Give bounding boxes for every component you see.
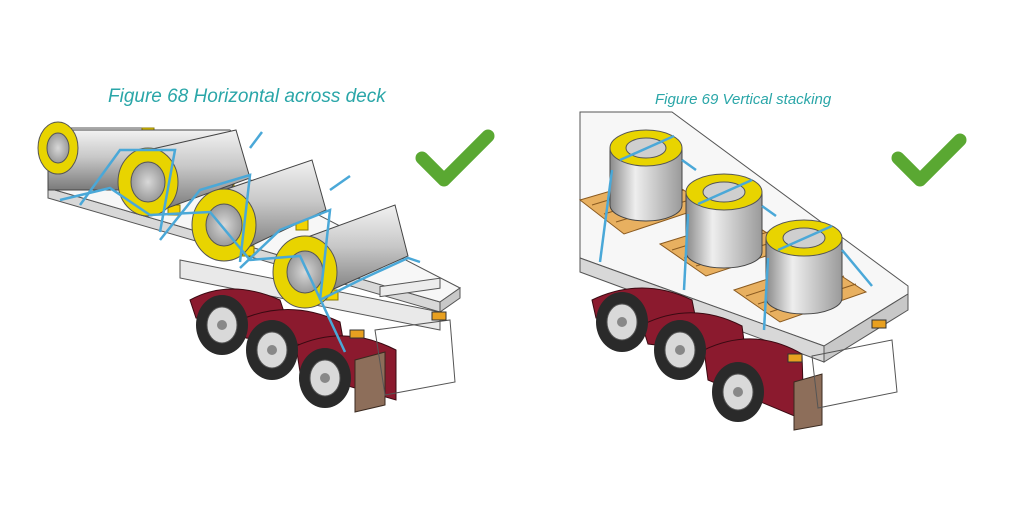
steel-coil [272, 204, 409, 309]
trailer-vertical-coils-illustration [578, 111, 967, 431]
deck-rear [439, 287, 461, 313]
lashing-straps [598, 134, 873, 331]
rear-bumper-bar [379, 277, 441, 298]
figure-68: Figure 68 Horizontal across deck [37, 86, 495, 413]
tail-light [349, 329, 365, 339]
wheel [246, 320, 298, 380]
mudflap [793, 373, 823, 431]
rear-bumper [374, 319, 456, 396]
tail-light [787, 353, 803, 363]
checkmark-icon [891, 133, 967, 187]
tail-light [871, 319, 887, 329]
figure-caption: Figure 69 Vertical stacking [655, 91, 832, 108]
figure-69: Figure 69 Vertical stacking [512, 0, 1024, 519]
lashing-straps [59, 131, 421, 353]
mudflap [354, 351, 386, 413]
tail-light [431, 311, 447, 321]
wheel [654, 320, 706, 380]
wheel [196, 295, 248, 355]
wheel [712, 362, 764, 422]
steel-coil [765, 219, 843, 315]
checkmark-icon [415, 129, 495, 187]
rear-bumper [811, 339, 898, 409]
trailer-horizontal-coils-illustration [37, 121, 495, 413]
wheel [299, 348, 351, 408]
steel-coil [609, 129, 683, 222]
deck-rear [823, 293, 909, 363]
figure-caption: Figure 68 Horizontal across deck [108, 86, 386, 107]
wheel [596, 292, 648, 352]
steel-coil [685, 173, 763, 269]
